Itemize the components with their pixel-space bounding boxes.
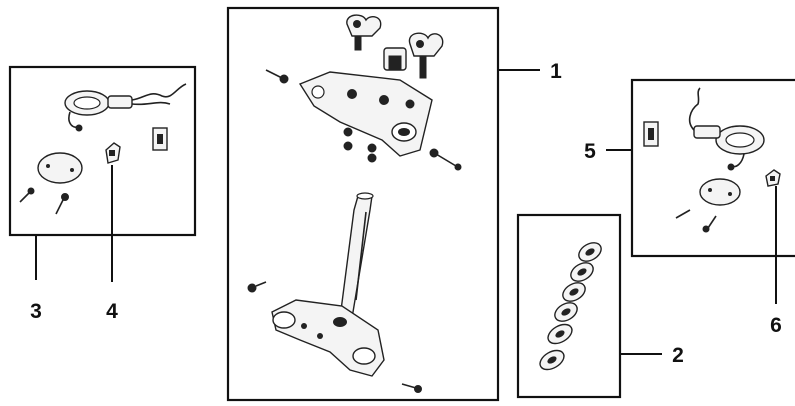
nut-upper-e[interactable] [405,99,415,109]
screw-right-b[interactable] [702,215,717,233]
handlebar-clamp-left[interactable] [346,14,382,51]
callout-2[interactable]: 2 [672,344,684,367]
switch-bracket-part[interactable] [643,121,659,147]
callout-6[interactable]: 6 [770,314,782,337]
clamp-collar[interactable] [383,47,407,71]
handlebar-clamp-right[interactable] [408,32,444,79]
bearing-ring-4[interactable] [552,299,581,325]
bolt-lower-left[interactable] [247,281,267,293]
key-part-4[interactable] [105,142,121,164]
panel-switch-assembly [630,78,795,258]
nut-upper-c[interactable] [367,143,377,153]
bearing-ring-2[interactable] [568,259,597,285]
panel-ignition-switch [8,65,197,237]
panel-bearing-set [516,213,622,399]
bearing-ring-6[interactable] [537,347,568,374]
callout-3[interactable]: 3 [30,300,42,323]
nut-upper-a[interactable] [343,127,353,137]
bolt-upper-right[interactable] [429,148,462,171]
bearing-ring-3[interactable] [560,279,589,305]
bolt-lower-right[interactable] [401,383,422,393]
panel-steering-stem [226,6,500,402]
panel-frame-left [8,65,197,237]
small-bracket-part[interactable] [152,127,168,151]
switch-cover-plate[interactable] [37,152,83,184]
panel-frame-bearings [516,213,622,399]
callout-5[interactable]: 5 [584,140,596,163]
panel-frame-center [226,6,500,402]
screw-right-a[interactable] [675,209,691,219]
nut-upper-b[interactable] [343,141,353,151]
bearing-ring-5[interactable] [545,321,576,348]
bearing-ring-1[interactable] [576,239,605,265]
upper-triple-clamp[interactable] [298,71,433,157]
callout-4[interactable]: 4 [106,300,118,323]
ignition-switch-part[interactable] [64,83,187,132]
steering-stem-shaft[interactable] [339,192,374,319]
bolt-upper-left[interactable] [265,69,289,84]
nut-upper-d[interactable] [367,153,377,163]
screw-left-a[interactable] [19,187,35,203]
screw-left-b[interactable] [55,193,69,215]
switch-plate-right[interactable] [699,178,741,206]
panel-frame-right [630,78,795,258]
callout-1[interactable]: 1 [550,60,562,83]
key-part-6[interactable] [765,169,781,187]
switch-assembly-part-5[interactable] [688,87,765,171]
lower-triple-clamp[interactable] [271,299,385,377]
